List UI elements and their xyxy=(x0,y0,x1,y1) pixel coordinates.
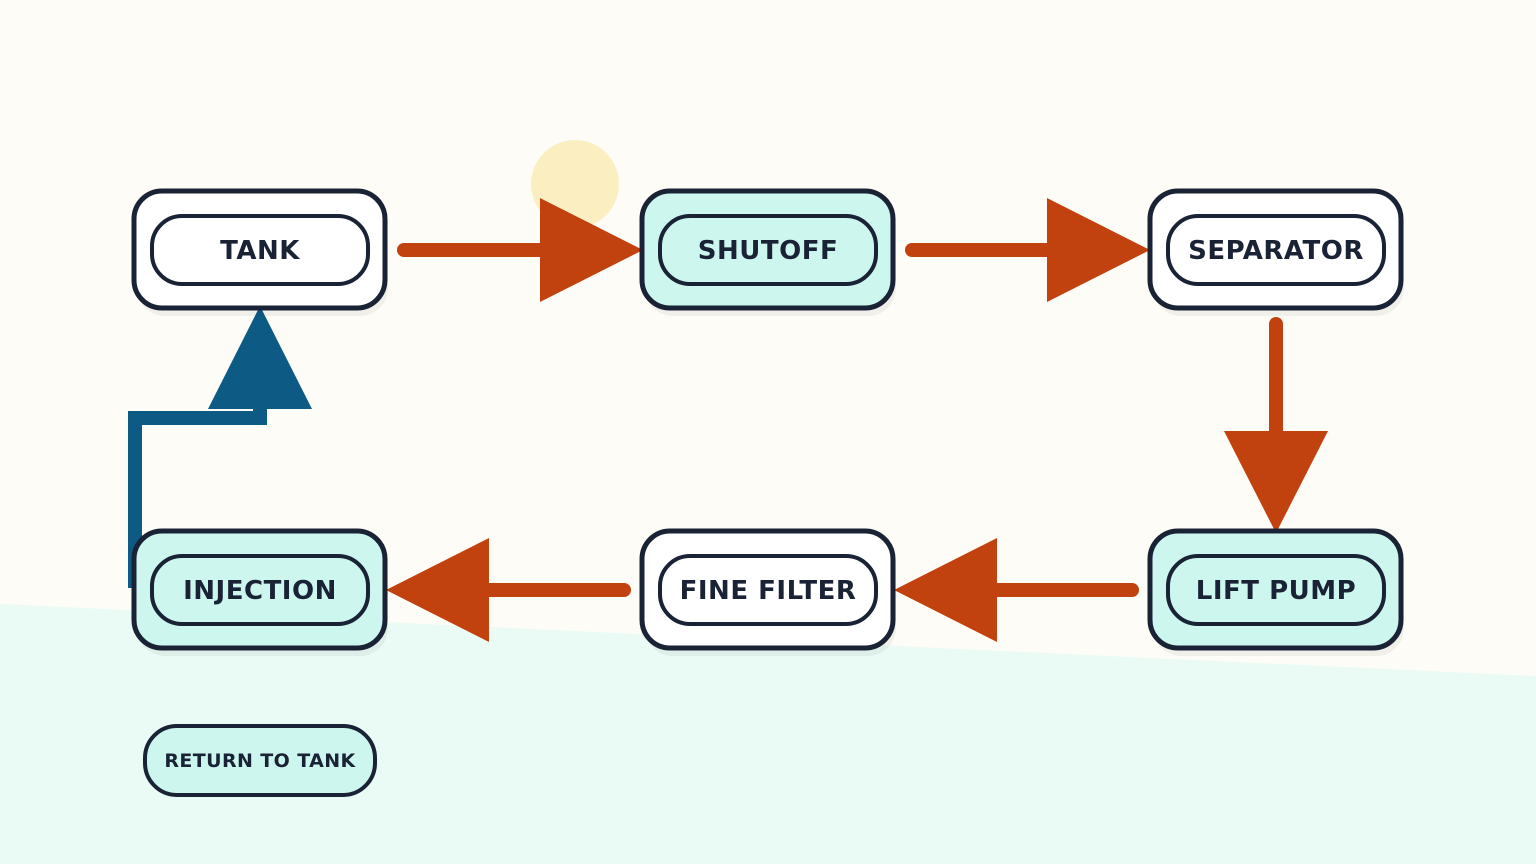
edges xyxy=(128,198,1328,642)
node-inner xyxy=(1166,214,1386,286)
return-arrow-head xyxy=(208,306,312,409)
node-label: FINE FILTER xyxy=(680,576,857,606)
lower-band xyxy=(0,604,1536,864)
node-label: LIFT PUMP xyxy=(1196,576,1356,606)
node-shutoff[interactable]: SHUTOFF xyxy=(639,188,896,316)
arrow-separator-to-lift-pump xyxy=(1224,317,1328,533)
arrow-head xyxy=(894,538,997,642)
node-inner xyxy=(1166,554,1386,626)
node-inner xyxy=(150,214,370,286)
node-separator[interactable]: SEPARATOR xyxy=(1147,188,1404,316)
node-fine-filter[interactable]: FINE FILTER xyxy=(639,528,896,656)
arrow-lift-pump-to-fine-filter xyxy=(894,538,1139,642)
arrow-head xyxy=(386,538,489,642)
legend-label: RETURN TO TANK xyxy=(164,750,356,772)
node-tank[interactable]: TANK xyxy=(131,188,388,316)
arrow-injection-to-tank-return xyxy=(128,306,312,588)
node-inner xyxy=(658,214,878,286)
arrow-head xyxy=(1224,431,1328,533)
node-inner xyxy=(658,554,878,626)
arrow-head xyxy=(540,198,643,302)
arrow-tank-to-shutoff xyxy=(397,198,643,302)
legend-return-to-tank: RETURN TO TANK xyxy=(143,724,377,797)
arrow-head xyxy=(1047,198,1150,302)
node-label: SHUTOFF xyxy=(698,236,838,266)
node-label: TANK xyxy=(220,236,300,266)
arrow-shutoff-to-separator xyxy=(905,198,1150,302)
node-label: SEPARATOR xyxy=(1188,236,1364,266)
legend-chip xyxy=(143,724,377,797)
node-lift-pump[interactable]: LIFT PUMP xyxy=(1147,528,1404,656)
node-inner xyxy=(150,554,370,626)
arrow-fine-filter-to-injection xyxy=(386,538,631,642)
nodes: TANK SHUTOFF SEPARATOR LIFT PUMP FINE FI… xyxy=(131,188,1404,656)
node-label: INJECTION xyxy=(183,576,337,606)
node-injection[interactable]: INJECTION xyxy=(131,528,388,656)
